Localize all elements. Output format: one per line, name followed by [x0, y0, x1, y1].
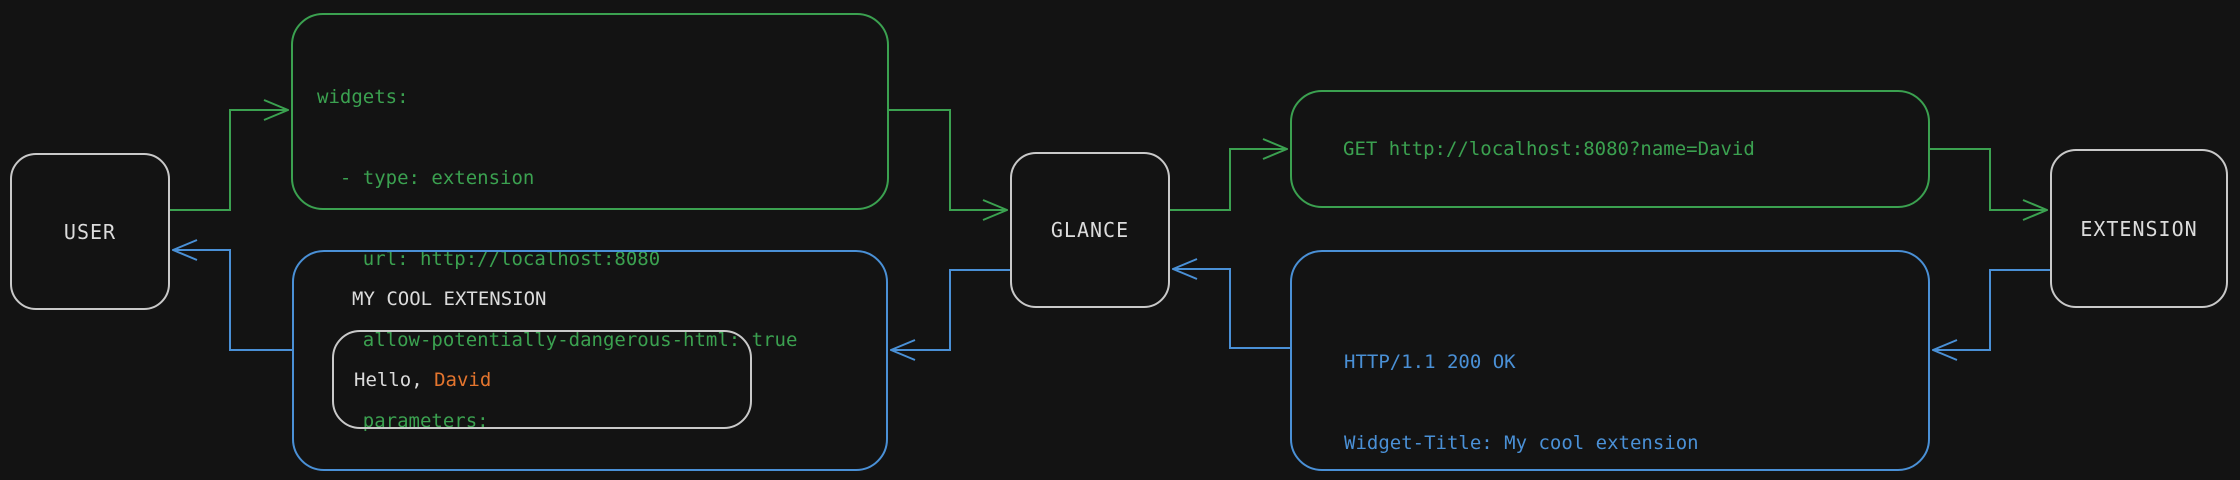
arrow-widget-to-user	[173, 250, 292, 351]
config-line: parameters:	[317, 410, 489, 432]
widget-preview-box: MY COOL EXTENSION Hello, David	[292, 250, 888, 471]
arrow-user-to-config	[170, 110, 288, 211]
greeting-prefix: Hello,	[354, 368, 435, 391]
greeting-name: David	[434, 368, 492, 391]
arrow-config-to-glance	[889, 109, 1007, 210]
response-line: HTTP/1.1 200 OK	[1344, 351, 1516, 373]
config-line: url: http://localhost:8080	[317, 248, 661, 270]
response-line: Widget-Title: My cool extension	[1344, 432, 1699, 454]
glance-node-label: GLANCE	[1050, 218, 1130, 242]
config-line: allow-potentially-dangerous-html: true	[317, 329, 798, 351]
widget-title: MY COOL EXTENSION	[352, 288, 547, 310]
extension-node-label: EXTENSION	[2080, 216, 2198, 241]
widget-greeting-box: Hello, David	[332, 330, 752, 429]
user-node-label: USER	[63, 219, 117, 244]
config-line: widgets:	[317, 86, 409, 108]
extension-node: EXTENSION	[2050, 149, 2228, 308]
arrow-request-to-extension	[1930, 148, 2047, 210]
arrow-extension-to-response	[1933, 269, 2050, 350]
arrow-response-to-glance	[1173, 269, 1290, 349]
user-node: USER	[10, 153, 170, 310]
glance-node: GLANCE	[1010, 152, 1170, 308]
arrow-glance-to-widget	[891, 269, 1010, 350]
config-box: widgets: - type: extension url: http://l…	[291, 13, 889, 432]
request-box: GET http://localhost:8080?name=David	[1290, 90, 1930, 208]
request-line: GET http://localhost:8080?name=David	[1343, 137, 1755, 160]
response-box: HTTP/1.1 200 OK Widget-Title: My cool ex…	[1290, 250, 1930, 471]
arrow-glance-to-request	[1170, 149, 1287, 211]
config-line: - type: extension	[317, 167, 535, 189]
